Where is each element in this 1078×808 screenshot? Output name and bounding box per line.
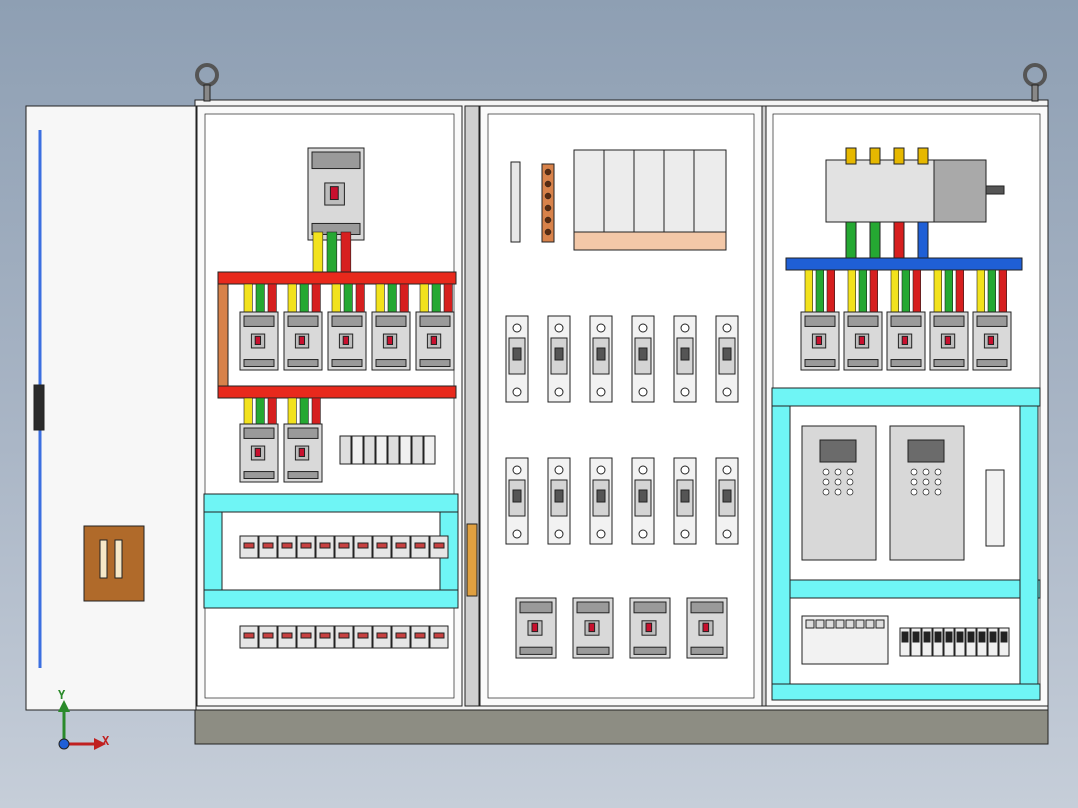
middle-terminal-block <box>510 161 521 243</box>
contactor-6 <box>715 315 739 403</box>
terminal-row-1 <box>239 535 449 559</box>
branch-wires-bottom-1 <box>243 397 277 427</box>
vfd-1 <box>801 425 877 561</box>
main-breaker <box>307 147 365 241</box>
trunking-left-1 <box>203 493 459 513</box>
terminal-strip-small <box>339 435 436 465</box>
right-branch-wires-3 <box>890 269 921 313</box>
axis-triad <box>58 700 106 750</box>
contactor-3 <box>589 315 613 403</box>
branch-wires-bottom-2 <box>287 397 321 427</box>
branch-wires-top-3 <box>331 283 365 315</box>
axis-x-label: X <box>102 734 110 748</box>
busbar-blue <box>785 257 1023 271</box>
contactor-7 <box>505 457 529 545</box>
cabinet-door <box>25 105 197 711</box>
cabinet-base <box>194 705 1049 745</box>
right-branch-breaker-4 <box>929 311 969 371</box>
main-breaker-wires <box>312 231 352 277</box>
branch-breaker-top-5 <box>415 311 455 371</box>
branch-breaker-bottom-1 <box>239 423 279 483</box>
contactor-2 <box>547 315 571 403</box>
right-branch-wires-4 <box>933 269 964 313</box>
right-branch-breaker-1 <box>800 311 840 371</box>
axis-y-label: Y <box>58 688 66 702</box>
duct-base-plate <box>573 231 727 251</box>
branch-breaker-bottom-2 <box>283 423 323 483</box>
small-breaker-3 <box>629 597 671 659</box>
right-branch-breaker-3 <box>886 311 926 371</box>
contactor-4 <box>631 315 655 403</box>
busbar-red-bottom <box>217 385 457 399</box>
door-document-pocket <box>83 525 145 602</box>
lifting-eye-1 <box>195 63 219 102</box>
auxiliary-relay <box>985 469 1005 547</box>
branch-wires-top-5 <box>419 283 453 315</box>
right-branch-breaker-2 <box>843 311 883 371</box>
trunking-right-4 <box>771 405 791 685</box>
isolating-switch <box>825 147 1005 259</box>
branch-wires-top-1 <box>243 283 277 315</box>
contactor-8 <box>547 457 571 545</box>
small-breaker-4 <box>686 597 728 659</box>
right-branch-wires-1 <box>804 269 835 313</box>
contactor-5 <box>673 315 697 403</box>
branch-breaker-top-4 <box>371 311 411 371</box>
side-cable-gland <box>466 523 478 597</box>
vfd-2 <box>889 425 965 561</box>
trunking-left-3 <box>203 511 223 591</box>
branch-breaker-top-1 <box>239 311 279 371</box>
contactor-11 <box>673 457 697 545</box>
terminal-row-2 <box>239 625 449 649</box>
door-latch <box>33 384 45 431</box>
trunking-left-2 <box>203 589 459 609</box>
column-divider-1 <box>464 105 480 707</box>
trunking-right-3 <box>771 683 1041 701</box>
column-divider-2 <box>761 105 767 707</box>
contactor-10 <box>631 457 655 545</box>
right-branch-breaker-5 <box>972 311 1012 371</box>
right-branch-wires-5 <box>976 269 1007 313</box>
branch-wires-top-4 <box>375 283 409 315</box>
small-breaker-2 <box>572 597 614 659</box>
cable-duct-unit <box>573 149 727 233</box>
trunking-right-2 <box>771 579 1041 599</box>
terminal-strip-right <box>899 627 1010 657</box>
branch-wires-top-2 <box>287 283 321 315</box>
contactor-12 <box>715 457 739 545</box>
copper-busbar-small <box>541 163 555 243</box>
right-branch-wires-2 <box>847 269 878 313</box>
contactor-1 <box>505 315 529 403</box>
branch-breaker-top-2 <box>283 311 323 371</box>
contactor-9 <box>589 457 613 545</box>
busbar-copper-riser <box>217 283 229 387</box>
plc-unit <box>801 615 889 665</box>
small-breaker-1 <box>515 597 557 659</box>
trunking-right-1 <box>771 387 1041 407</box>
branch-breaker-top-3 <box>327 311 367 371</box>
trunking-right-5 <box>1019 405 1039 685</box>
busbar-red-top <box>217 271 457 285</box>
lifting-eye-2 <box>1023 63 1047 102</box>
